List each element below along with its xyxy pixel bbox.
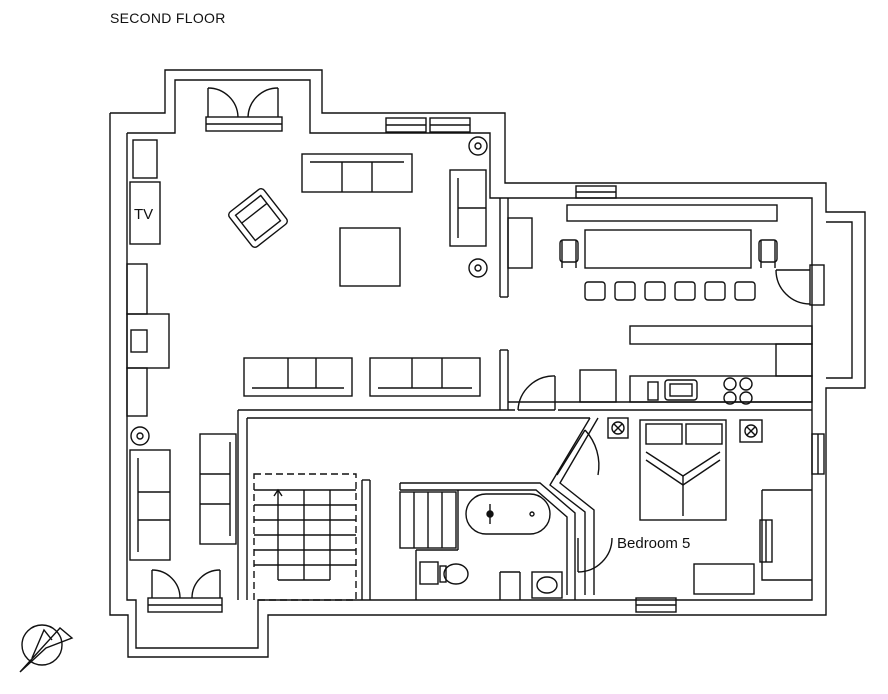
kitchen-dining xyxy=(507,204,813,405)
interior-walls xyxy=(237,198,812,600)
tv-label: TV xyxy=(134,206,153,223)
doors xyxy=(151,87,811,599)
north-arrow-icon xyxy=(19,624,74,673)
windows xyxy=(129,116,825,613)
bottom-strip xyxy=(0,694,888,700)
bedroom-furniture xyxy=(607,417,763,595)
bedroom-label: Bedroom 5 xyxy=(617,535,690,552)
living-room-furniture xyxy=(126,136,488,561)
exterior-walls xyxy=(109,69,866,658)
staircase xyxy=(253,473,357,601)
floor-title: SECOND FLOOR xyxy=(110,10,226,26)
bathroom xyxy=(399,491,563,599)
